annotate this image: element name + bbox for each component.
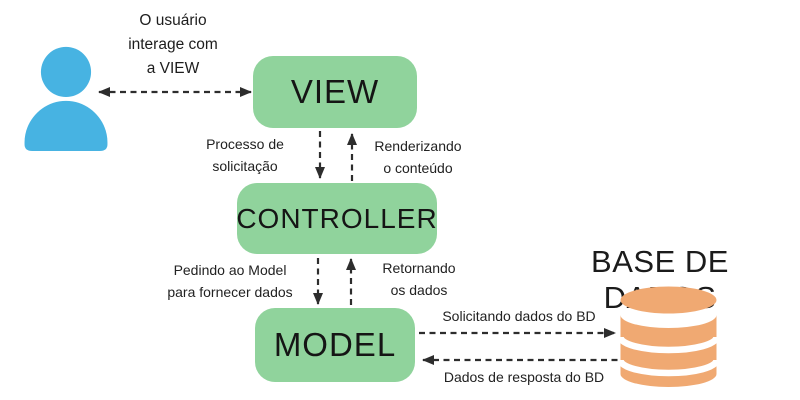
person-icon bbox=[24, 46, 108, 152]
node-view: VIEW bbox=[253, 56, 417, 128]
database-icon bbox=[620, 286, 717, 387]
user-note: O usuário interage com a VIEW bbox=[128, 12, 218, 77]
node-controller: CONTROLLER bbox=[236, 183, 438, 254]
node-model-label: MODEL bbox=[273, 326, 397, 363]
edge-label-response-db: Dados de resposta do BD bbox=[443, 369, 605, 385]
edge-label-request-process: Processo de solicitação bbox=[206, 136, 284, 174]
node-view-label: VIEW bbox=[290, 73, 380, 110]
node-controller-label: CONTROLLER bbox=[236, 202, 438, 234]
edge-label-request-db: Solicitando dados do BD bbox=[442, 308, 596, 324]
edge-label-render-content: Renderizando o conteúdo bbox=[374, 138, 462, 176]
edge-label-return-data: Retornando os dados bbox=[382, 260, 456, 298]
edge-label-ask-model: Pedindo ao Model para fornecer dados bbox=[167, 262, 293, 300]
node-model: MODEL bbox=[255, 308, 415, 382]
